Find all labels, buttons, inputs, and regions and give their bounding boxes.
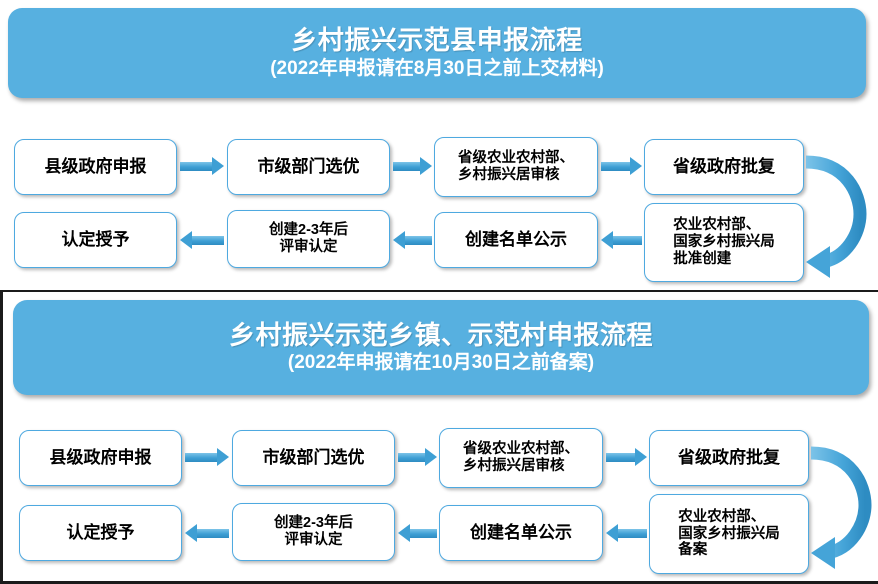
banner-county: 乡村振兴示范县申报流程 (2022年申报请在8月30日之前上交材料): [8, 8, 866, 98]
node-label: 农业农村部、 国家乡村振兴局 备案: [678, 508, 780, 559]
node-county-application-2[interactable]: 县级政府申报: [19, 430, 182, 486]
curved-arrow-connector-icon: [805, 155, 867, 278]
node-label: 创建2-3年后 评审认定: [274, 515, 353, 548]
arrow-evaluation-to-award-icon-2: [185, 524, 229, 543]
arrow-publicity-to-evaluation-icon-2: [398, 524, 437, 543]
node-label: 创建2-3年后 评审认定: [269, 222, 348, 255]
node-label: 创建名单公示: [465, 230, 567, 250]
arrow-review-to-approval-icon: [601, 157, 642, 176]
node-label: 省级政府批复: [673, 157, 775, 177]
node-label: 县级政府申报: [49, 448, 152, 468]
arrow-city-to-provincial-review-icon: [393, 157, 432, 176]
node-certification-award[interactable]: 认定授予: [14, 212, 177, 268]
node-creation-list-publicity-2[interactable]: 创建名单公示: [439, 505, 603, 561]
node-label: 市级部门选优: [257, 157, 360, 177]
arrow-county-to-city-icon: [180, 157, 224, 176]
curved-arrow-connector-icon-2: [810, 446, 872, 569]
section-town-village-process: 乡村振兴示范乡镇、示范村申报流程 (2022年申报请在10月30日之前备案) 县…: [0, 290, 878, 584]
node-evaluation-after-2-3-years[interactable]: 创建2-3年后 评审认定: [227, 210, 390, 268]
arrow-review-to-approval-icon-2: [606, 448, 647, 467]
banner-town-village: 乡村振兴示范乡镇、示范村申报流程 (2022年申报请在10月30日之前备案): [13, 300, 869, 395]
node-provincial-approval[interactable]: 省级政府批复: [644, 139, 804, 195]
node-provincial-approval-2[interactable]: 省级政府批复: [649, 430, 809, 486]
node-city-selection-2[interactable]: 市级部门选优: [232, 430, 395, 486]
node-creation-list-publicity[interactable]: 创建名单公示: [434, 212, 598, 268]
arrow-evaluation-to-award-icon: [180, 231, 224, 250]
node-evaluation-after-2-3-years-2[interactable]: 创建2-3年后 评审认定: [232, 503, 395, 561]
node-label: 创建名单公示: [470, 523, 572, 543]
node-label: 县级政府申报: [44, 157, 147, 177]
node-provincial-review-2[interactable]: 省级农业农村部、 乡村振兴居审核: [439, 428, 603, 488]
banner-county-title: 乡村振兴示范县申报流程: [291, 25, 583, 56]
node-ministry-filing[interactable]: 农业农村部、 国家乡村振兴局 备案: [649, 494, 809, 574]
node-label: 省级政府批复: [678, 448, 780, 468]
arrow-publicity-to-evaluation-icon: [393, 231, 432, 250]
banner-town-village-subtitle: (2022年申报请在10月30日之前备案): [287, 352, 595, 374]
arrow-county-to-city-icon-2: [185, 448, 229, 467]
node-city-selection[interactable]: 市级部门选优: [227, 139, 390, 195]
arrow-city-to-provincial-review-icon-2: [398, 448, 437, 467]
node-ministry-approval[interactable]: 农业农村部、 国家乡村振兴局 批准创建: [644, 203, 804, 282]
node-label: 认定授予: [66, 523, 135, 543]
node-certification-award-2[interactable]: 认定授予: [19, 505, 182, 561]
banner-town-village-title: 乡村振兴示范乡镇、示范村申报流程: [228, 319, 653, 350]
node-county-application[interactable]: 县级政府申报: [14, 139, 177, 195]
arrow-ministry-to-publicity-icon-2: [606, 524, 647, 543]
banner-county-subtitle: (2022年申报请在8月30日之前上交材料): [270, 57, 604, 79]
section-county-process: 乡村振兴示范县申报流程 (2022年申报请在8月30日之前上交材料) 县级政府申…: [0, 0, 878, 290]
arrow-ministry-to-publicity-icon: [601, 231, 642, 250]
node-label: 省级农业农村部、 乡村振兴居审核: [458, 150, 574, 183]
node-label: 省级农业农村部、 乡村振兴居审核: [463, 441, 579, 474]
node-provincial-review[interactable]: 省级农业农村部、 乡村振兴居审核: [434, 137, 598, 197]
node-label: 农业农村部、 国家乡村振兴局 批准创建: [673, 217, 775, 267]
node-label: 认定授予: [61, 230, 130, 250]
node-label: 市级部门选优: [262, 448, 365, 468]
